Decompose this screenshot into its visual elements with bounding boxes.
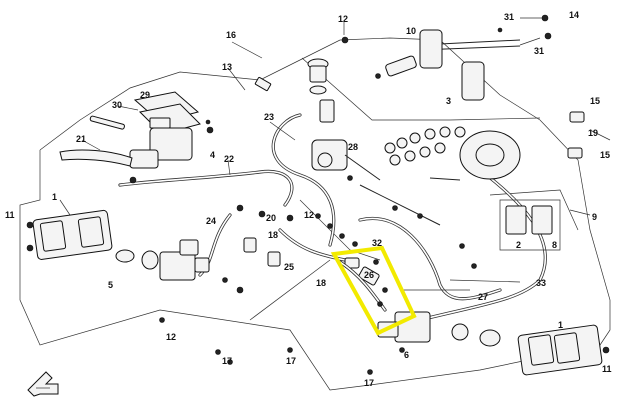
leader-lines — [59, 17, 611, 336]
label-29: 29 — [140, 90, 150, 100]
label-13: 13 — [222, 62, 232, 72]
label-28: 28 — [348, 142, 358, 152]
label-16: 16 — [226, 30, 236, 40]
label-9: 9 — [592, 212, 597, 222]
right-caliper-assembly — [367, 311, 610, 376]
brake-disc-hub — [384, 111, 585, 181]
front-direction-arrow-icon — [27, 371, 59, 397]
label-10: 10 — [406, 26, 416, 36]
label-33: 33 — [536, 278, 546, 288]
label-31-top: 31 — [504, 12, 514, 22]
label-15-bottom: 15 — [600, 150, 610, 160]
label-18-left: 18 — [268, 230, 278, 240]
label-26: 26 — [364, 270, 374, 280]
selection-highlight-box — [330, 245, 417, 336]
brake-pedal-assembly — [375, 14, 552, 101]
label-22: 22 — [224, 154, 234, 164]
label-20: 20 — [266, 213, 276, 223]
label-12-right: 12 — [304, 210, 314, 220]
small-fittings — [215, 76, 477, 365]
label-12-mid: 12 — [166, 332, 176, 342]
label-17-right: 17 — [364, 378, 374, 388]
front-master-cylinder — [59, 91, 214, 184]
label-11-left: 11 — [5, 210, 15, 220]
label-27: 27 — [478, 292, 488, 302]
label-31-bottom: 31 — [534, 46, 544, 56]
label-11-right: 11 — [602, 364, 612, 374]
label-23: 23 — [264, 112, 274, 122]
label-19: 19 — [588, 128, 598, 138]
rear-master-cylinder — [307, 36, 441, 226]
label-18-right: 18 — [316, 278, 326, 288]
label-21: 21 — [76, 134, 86, 144]
label-17-mid: 17 — [286, 356, 296, 366]
label-3: 3 — [446, 96, 451, 106]
label-1-left: 1 — [52, 192, 57, 202]
label-25: 25 — [284, 262, 294, 272]
brake-pad-inset — [499, 199, 561, 251]
label-17-left: 17 — [222, 356, 232, 366]
label-32: 32 — [372, 238, 382, 248]
label-12-top: 12 — [338, 14, 348, 24]
label-14: 14 — [569, 10, 579, 20]
label-6: 6 — [404, 350, 409, 360]
label-5: 5 — [108, 280, 113, 290]
part-number-labels: 1 1 2 3 4 5 6 8 9 10 11 11 12 12 12 13 1… — [5, 10, 612, 388]
label-8: 8 — [552, 240, 557, 250]
highlighted-part-26 — [330, 245, 417, 336]
label-1-right: 1 — [558, 320, 563, 330]
label-2: 2 — [516, 240, 521, 250]
label-30: 30 — [112, 100, 122, 110]
left-caliper-assembly — [26, 209, 244, 323]
label-24: 24 — [206, 216, 216, 226]
label-15-top: 15 — [590, 96, 600, 106]
label-4: 4 — [210, 150, 215, 160]
